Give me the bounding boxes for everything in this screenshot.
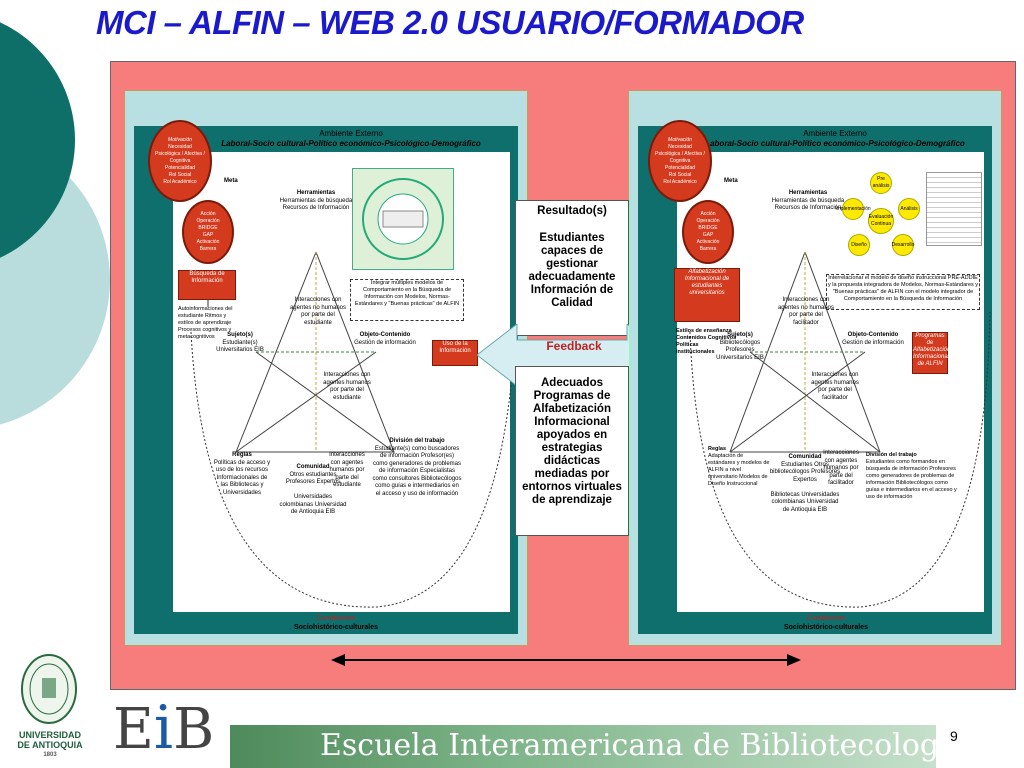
cycle-figure-icon <box>362 178 444 260</box>
left-accion-node: Acción Operación BRIDGE GAP Activación B… <box>182 200 234 264</box>
programas-text: Adecuados Programas de Alfabetización In… <box>522 377 622 506</box>
right-objeto: Objeto-Contenido Gestión de información <box>842 332 904 346</box>
footer-school-name: Escuela Interamericana de Bibliotecologí… <box>320 728 967 763</box>
footer-banner <box>230 725 936 768</box>
right-herramientas: Herramientas Herramientas de búsqueda Re… <box>771 190 845 211</box>
right-motivacion-node: Motivación Necesidad Psicológica / Afect… <box>648 120 712 202</box>
right-reglas: Reglas Adaptación de estándares y modelo… <box>708 446 770 487</box>
feedback-label: Feedback <box>546 339 602 353</box>
bottom-double-arrow <box>331 654 801 666</box>
left-uso-box: Uso de la Información <box>432 340 478 366</box>
left-condiciones: Condiciones Sociohistórico-culturales <box>293 615 379 631</box>
right-diagram-lines <box>689 202 991 608</box>
right-cycle-figure: Pre análisis Análisis Implementación Eva… <box>835 172 924 266</box>
left-integrar-text: Integrar múltiples modelos de Comportami… <box>350 279 464 321</box>
left-interacciones-humanos: Interacciones con agentes humanos por pa… <box>323 372 371 401</box>
left-interacciones-no-humanos: Interacciones con agentes no humanos por… <box>289 297 347 326</box>
page-number: 9 <box>950 728 958 744</box>
right-programas-box: Programas de Alfabetización Informaciona… <box>912 332 950 374</box>
right-ambiente-title: Ambiente Externo <box>803 129 867 138</box>
resultado-text: Estudiantes capaces de gestionar adecuad… <box>528 232 616 309</box>
left-autoinfo: Autoinformaciones del estudiante Ritmos … <box>178 306 233 340</box>
resultado-box: Resultado(s) Estudiantes capaces de gest… <box>515 200 629 336</box>
left-objeto: Objeto-Contenido Gestión de información <box>354 332 416 346</box>
left-comunidad: Comunidad Otros estudiantes Profesores E… <box>279 464 347 515</box>
left-division: División del trabajo Estudiante(s) como … <box>372 438 462 497</box>
left-interacciones-humanos-2: Interacciones con agentes humanos por pa… <box>329 452 365 488</box>
right-estilos: Estilos de enseñanza Contenidos Cognitiv… <box>676 328 737 355</box>
left-sujeto: Sujeto(s) Estudiante(s) Universitarios E… <box>216 332 264 353</box>
right-accion-node: Acción Operación BRIDGE GAP Activación B… <box>682 200 734 264</box>
programas-box: Adecuados Programas de Alfabetización In… <box>515 366 629 536</box>
left-reglas: Reglas Políticas de acceso y uso de los … <box>213 452 271 496</box>
resultado-title: Resultado(s) <box>537 205 607 217</box>
decorative-circles <box>0 22 110 425</box>
right-diagram: Ambiente Externo Laboral-Socio cultural-… <box>629 91 1001 645</box>
right-division: División del trabajo Estudiantes como fo… <box>866 452 957 500</box>
eib-logo: EiB <box>113 693 215 763</box>
right-interrelacionar-text: Interrelacionar el modelo de diseño inst… <box>826 274 980 310</box>
right-condiciones: Condiciones Sociohistórico-culturales <box>783 615 869 631</box>
right-table-thumbnail <box>926 172 982 246</box>
slide-content: Ambiente Externo Laboral-Socio cultural-… <box>110 61 1016 690</box>
left-herramientas: Herramientas Herramientas de búsqueda Re… <box>279 190 353 211</box>
right-interacciones-humanos: Interacciones con agentes humanos por pa… <box>811 372 859 401</box>
left-ambiente-subtitle: Laboral-Socio cultural-Político económic… <box>221 139 481 148</box>
right-interacciones-humanos-2: Interacciones con agentes humanos por pa… <box>823 450 859 486</box>
right-interacciones-no-humanos: Interacciones con agentes no humanos por… <box>777 297 835 326</box>
left-meta: Meta <box>224 178 238 184</box>
left-integrar-figure <box>352 168 454 270</box>
left-motivacion-node: Motivación Necesidad Psicológica / Afect… <box>148 120 212 202</box>
right-sujeto: Sujeto(s) Bibliotecólogos Profesores Uni… <box>716 332 764 361</box>
left-busqueda-box: Búsqueda de Información <box>178 270 236 300</box>
universidad-seal-icon <box>18 652 80 726</box>
right-alfabetizacion-box: Alfabetización Informacional de estudian… <box>674 268 740 322</box>
left-ambiente-title: Ambiente Externo <box>319 129 383 138</box>
right-ambiente-subtitle: Laboral-Socio cultural-Político económic… <box>705 139 965 148</box>
left-diagram: Ambiente Externo Laboral-Socio cultural-… <box>125 91 527 645</box>
right-meta: Meta <box>724 178 738 184</box>
slide-title: MCI – ALFIN – WEB 2.0 USUARIO/FORMADOR <box>96 4 804 41</box>
right-comunidad: Comunidad Estudiantes Otros bibliotecólo… <box>769 454 841 513</box>
universidad-logo-text: UNIVERSIDAD DE ANTIOQUIA 1803 <box>17 730 83 758</box>
left-diagram-lines <box>190 202 517 608</box>
